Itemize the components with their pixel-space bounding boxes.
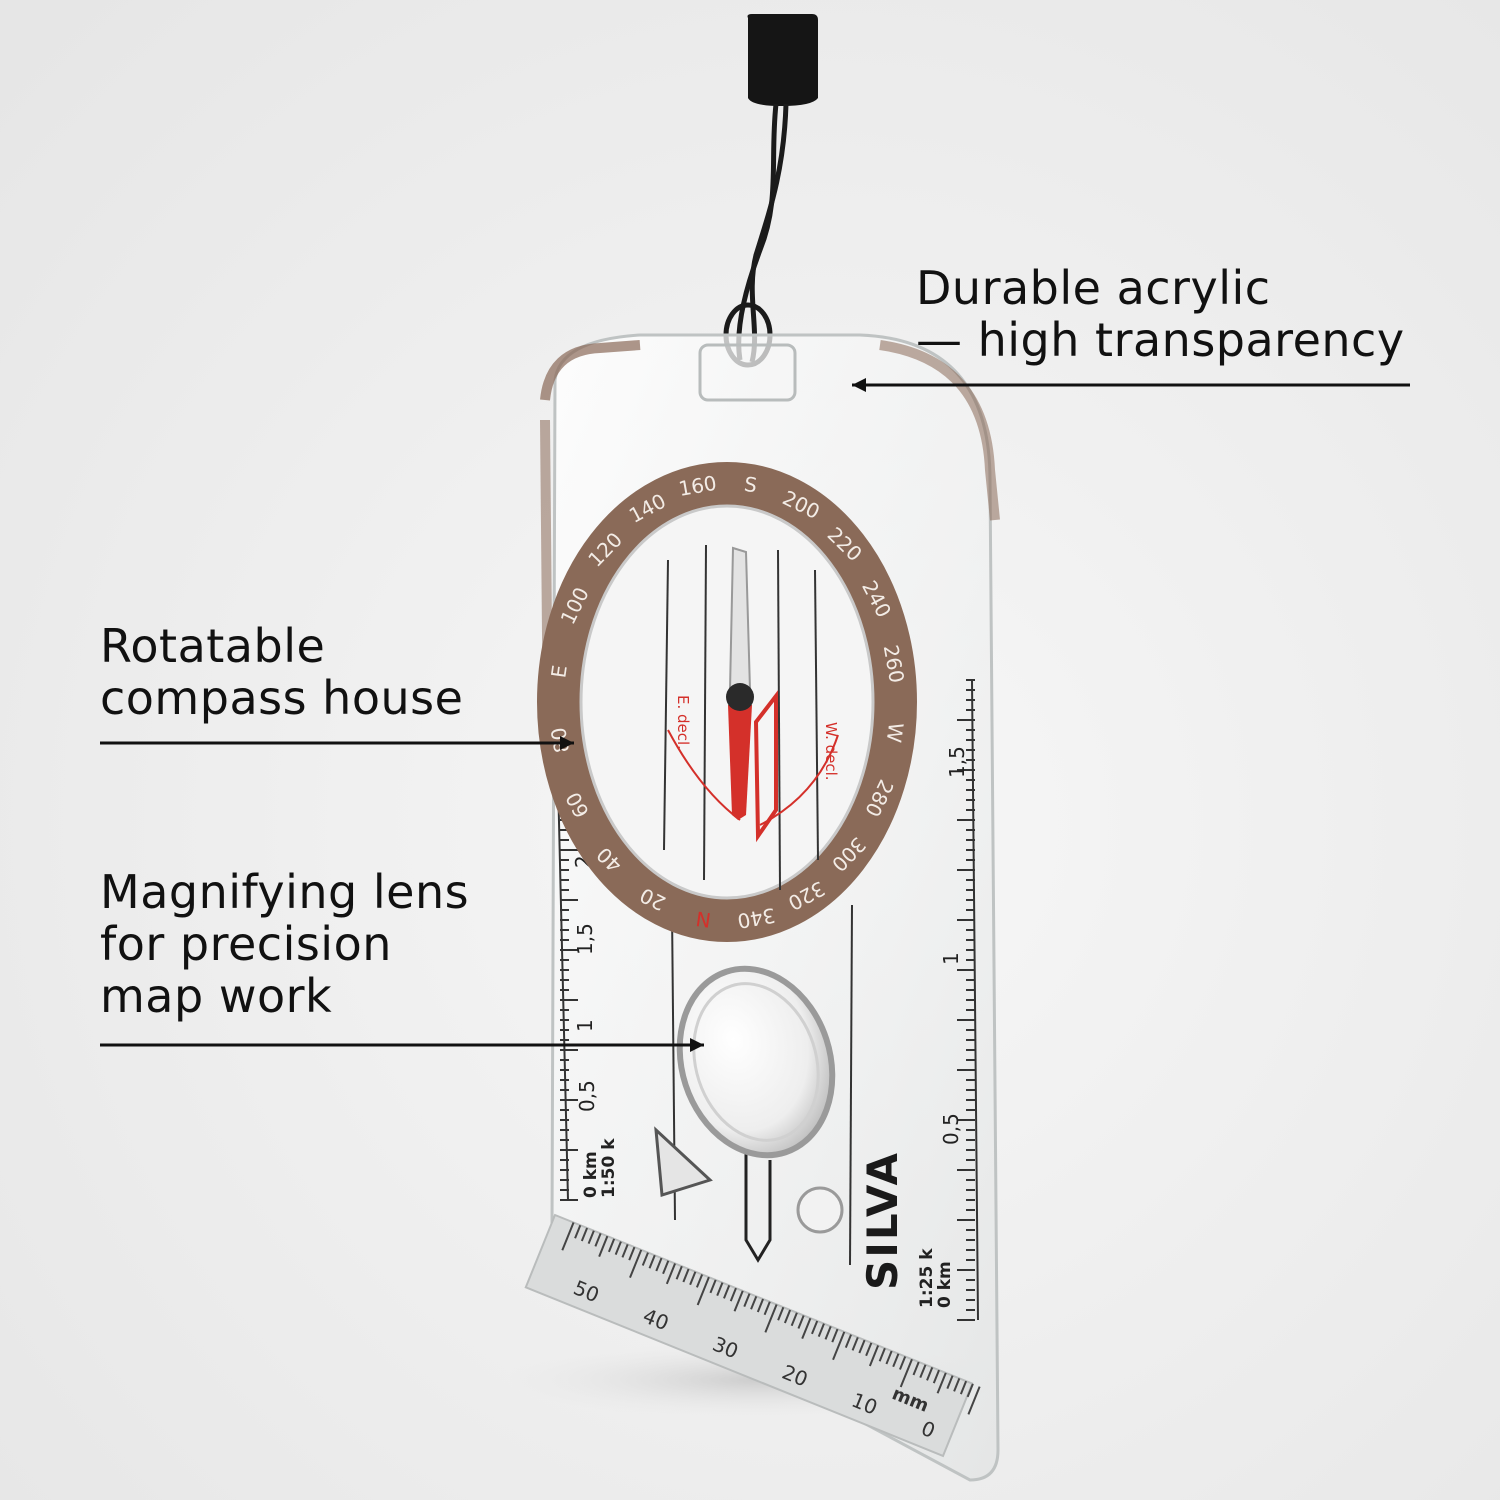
east-declination-label: E. decl. [674, 695, 692, 750]
callout-house-line: compass house [100, 671, 464, 725]
left-scale-ratio: 1:50 k [599, 1138, 619, 1198]
right-km-mark: 1 [939, 952, 963, 965]
brand-logo: SILVA [858, 1151, 907, 1290]
mm-ruler: 50 40 30 20 10 0 mm [524, 1213, 981, 1458]
bezel-label: N [694, 906, 712, 932]
right-km-label: 0 km [935, 1261, 955, 1308]
left-km-mark: 1 [573, 1019, 597, 1032]
left-km-scale: 0,5 1 1,5 2 0 km 1:50 k [557, 779, 619, 1201]
left-km-label: 0 km [581, 1151, 601, 1198]
compass-housing: 160S200220240260W280300320340N20406080E1… [537, 462, 917, 942]
needle-north [728, 705, 752, 820]
callout-acrylic-line: — high transparency [916, 313, 1405, 367]
callout-lens-line: map work [100, 969, 333, 1023]
right-scale-ratio: 1:25 k [917, 1248, 937, 1308]
needle-south [728, 546, 752, 691]
callout-acrylic-line: Durable acrylic [916, 261, 1271, 315]
callout-magnifying-lens: Magnifying lens for precision map work [100, 866, 469, 1022]
callout-lens-line: Magnifying lens [100, 865, 470, 919]
callout-house-line: Rotatable [100, 619, 326, 673]
west-declination-label: W. decl. [822, 722, 840, 781]
callout-lines [100, 378, 1410, 1052]
right-km-mark: 0,5 [939, 1113, 963, 1145]
left-km-mark: 1,5 [573, 923, 597, 955]
left-km-mark: 0,5 [575, 1080, 599, 1112]
right-km-scale: 0,5 1 1,5 1:25 k 0 km [917, 679, 979, 1321]
needle-pivot [726, 683, 754, 711]
callout-lens-line: for precision [100, 917, 392, 971]
lanyard-toggle [747, 14, 818, 106]
bezel-label: S [743, 472, 759, 498]
right-km-mark: 1,5 [945, 746, 969, 778]
callout-acrylic: Durable acrylic — high transparency [916, 262, 1405, 366]
callout-compass-house: Rotatable compass house [100, 620, 463, 724]
magnifying-lens [676, 965, 836, 1159]
bezel-label: W [882, 721, 909, 744]
bezel-label: E [546, 664, 572, 680]
